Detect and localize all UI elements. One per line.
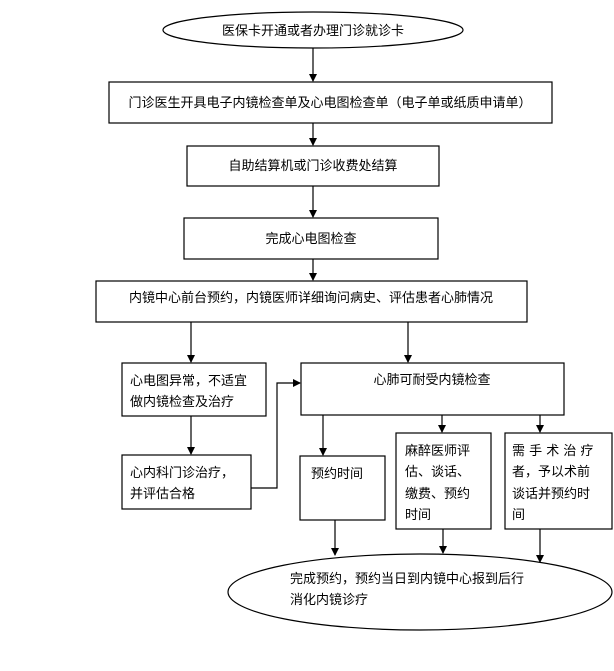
exam-order-label: 门诊医生开具电子内镜检查单及心电图检查单（电子单或纸质申请单） [128, 95, 531, 111]
payment-label: 自助结算机或门诊收费处结算 [228, 159, 397, 174]
book-time-label: 预约时间 [311, 467, 363, 482]
anesthesia-line1: 麻醉医师评 [405, 443, 470, 459]
ecg-label: 完成心电图检查 [265, 232, 356, 247]
cardiology-treatment-line1: 心内科门诊治疗， [130, 465, 234, 481]
tolerable-label: 心肺可耐受内镜检查 [373, 372, 490, 388]
ecg-abnormal-label-line1: 心电图异常，不适宜 [130, 374, 247, 389]
front-desk-label: 内镜中心前台预约，内镜医师详细询问病史、评估患者心肺情况 [129, 290, 493, 306]
front-desk-node: 内镜中心前台预约，内镜医师详细询问病史、评估患者心肺情况 [95, 280, 528, 323]
arrow-cardiology-to-tolerable [251, 379, 301, 489]
ecg-abnormal-node: 心电图异常，不适宜 做内镜检查及治疗 [121, 362, 267, 417]
cardiology-treatment-node: 心内科门诊治疗， 并评估合格 [121, 454, 252, 510]
start-node: 医保卡开通或者办理门诊就诊卡 [162, 11, 464, 49]
surgery-line1: 需 手 术 治 疗 [512, 444, 594, 459]
anesthesia-line4: 时间 [405, 508, 431, 523]
end-node-line2: 消化内镜诊疗 [290, 592, 368, 608]
end-node: 完成预约，预约当日到内镜中心报到后行 消化内镜诊疗 [227, 553, 613, 631]
surgery-line2: 者，予以术前 [512, 464, 590, 480]
anesthesia-line2: 估、谈话、 [405, 465, 470, 480]
anesthesia-node: 麻醉医师评 估、谈话、 缴费、预约 时间 [395, 432, 492, 530]
ecg-node: 完成心电图检查 [183, 217, 439, 260]
start-node-label: 医保卡开通或者办理门诊就诊卡 [222, 24, 404, 39]
ecg-abnormal-label-line2: 做内镜检查及治疗 [130, 394, 234, 410]
cardiology-treatment-line2: 并评估合格 [130, 486, 195, 502]
exam-order-node: 门诊医生开具电子内镜检查单及心电图检查单（电子单或纸质申请单） [108, 81, 553, 124]
tolerable-node: 心肺可耐受内镜检查 [300, 362, 565, 416]
end-node-line1: 完成预约，预约当日到内镜中心报到后行 [290, 571, 524, 587]
book-time-node: 预约时间 [299, 455, 386, 521]
payment-node: 自助结算机或门诊收费处结算 [186, 145, 440, 187]
surgery-line3: 谈话并预约时 [512, 487, 590, 502]
surgery-node: 需 手 术 治 疗 者，予以术前 谈话并预约时 间 [504, 432, 613, 530]
surgery-line4: 间 [512, 508, 525, 523]
anesthesia-line3: 缴费、预约 [405, 487, 470, 502]
